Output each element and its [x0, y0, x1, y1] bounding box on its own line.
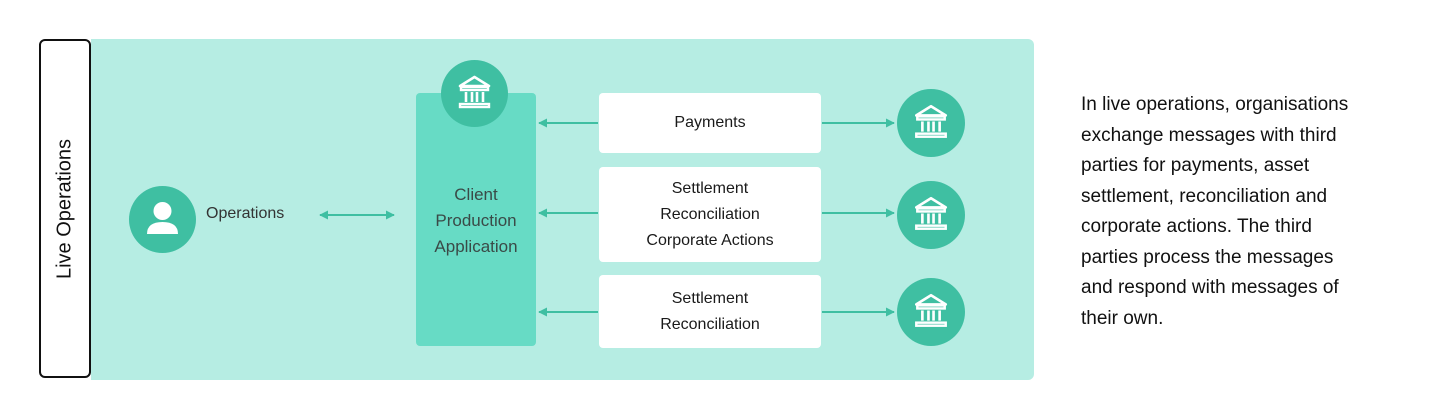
person-icon	[147, 202, 178, 234]
third-party-bank-circle-3	[897, 278, 965, 346]
client-app-bank-circle	[441, 60, 508, 127]
diagram-panel	[91, 39, 1034, 380]
message-box-settlement: Settlement Reconciliation	[599, 275, 821, 348]
bank-icon	[458, 75, 491, 109]
third-party-bank-circle-2	[897, 181, 965, 249]
third-party-bank-circle-1	[897, 89, 965, 157]
bank-icon	[914, 293, 948, 327]
message-box-settlement-corporate: Settlement Reconciliation Corporate Acti…	[599, 167, 821, 262]
description-text: In live operations, organisations exchan…	[1081, 94, 1349, 329]
client-app-box	[416, 93, 536, 346]
bank-icon	[914, 196, 948, 230]
bank-icon	[914, 104, 948, 138]
message-box-payments: Payments	[599, 93, 821, 153]
client-app-label: Client Production Application	[434, 185, 518, 256]
operations-circle	[129, 186, 196, 253]
side-label-box: Live Operations	[39, 39, 91, 378]
operations-label: Operations	[206, 205, 285, 222]
